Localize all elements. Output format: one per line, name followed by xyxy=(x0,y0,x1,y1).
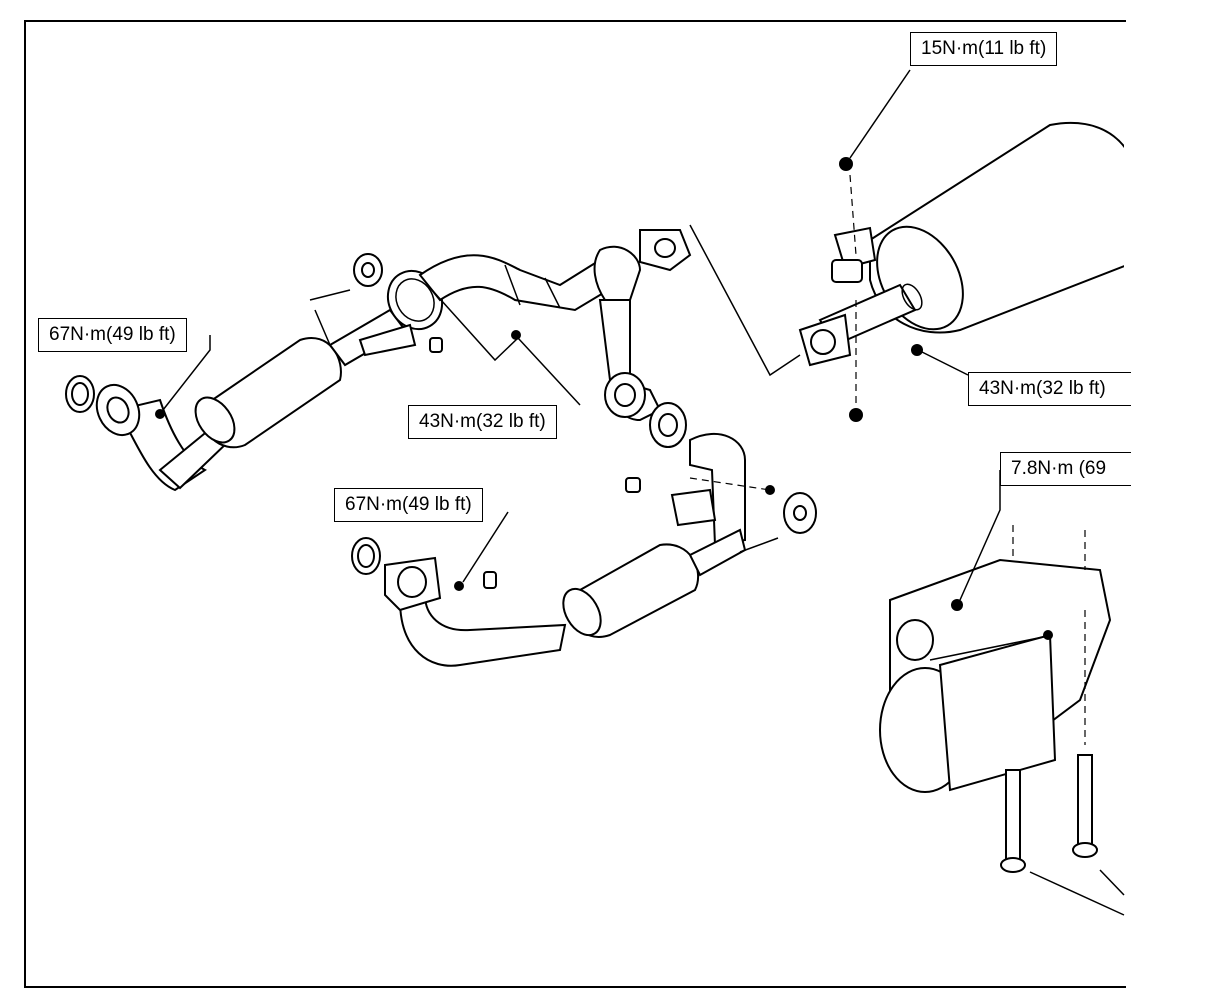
torque-callout-muffler-hanger-nut: 15N·m(11 lb ft) xyxy=(910,32,1058,66)
torque-callout-lower-flange: 67N·m(49 lb ft) xyxy=(334,488,483,522)
torque-callout-starter-bolt: 7.8N·m (69 xyxy=(1000,452,1131,486)
torque-callout-muffler-inlet-nut: 43N·m(32 lb ft) xyxy=(968,372,1131,406)
starter-bolts xyxy=(1000,525,1098,873)
torque-callout-crossover-nut: 43N·m(32 lb ft) xyxy=(408,405,557,439)
starter-motor xyxy=(879,558,1112,793)
center-lower-gasket xyxy=(604,372,746,547)
crossover-pipe xyxy=(418,245,662,422)
left-gasket-small xyxy=(353,253,443,353)
diagram-frame xyxy=(24,20,1126,988)
center-small-parts xyxy=(625,477,817,534)
left-catalytic-converter xyxy=(194,289,407,449)
lower-front-pipe xyxy=(351,537,567,667)
muffler-hanger-bracket xyxy=(831,157,923,422)
lower-catalytic-converter xyxy=(562,528,779,638)
left-front-pipe xyxy=(95,383,232,492)
torque-callout-left-flange: 67N·m(49 lb ft) xyxy=(38,318,187,352)
muffler-inlet-pipe xyxy=(798,283,923,367)
upper-gasket xyxy=(639,229,692,272)
left-gasket xyxy=(65,375,95,413)
